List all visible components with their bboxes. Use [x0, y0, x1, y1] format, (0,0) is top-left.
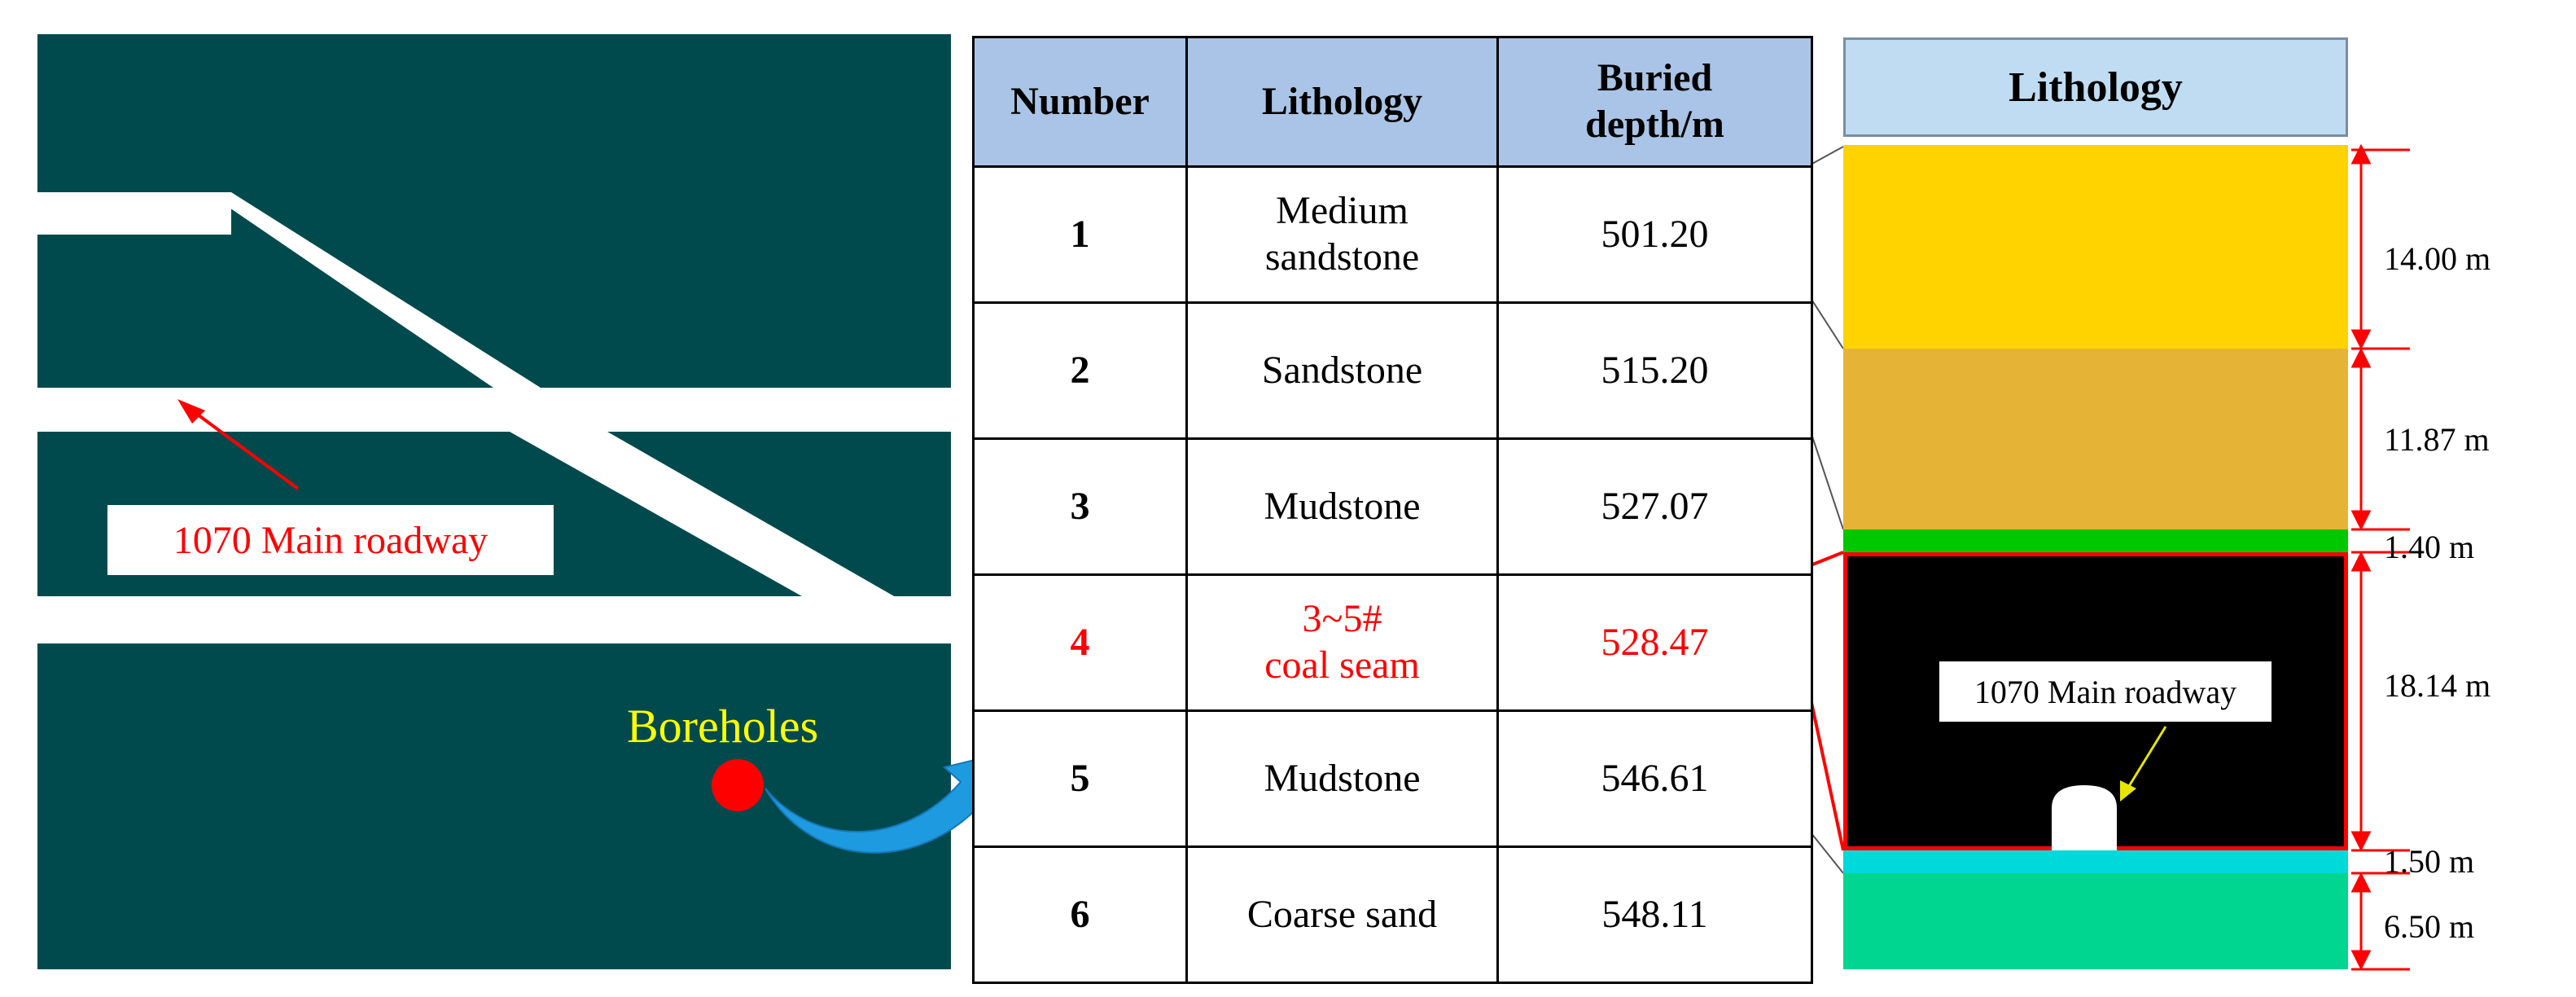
connector-line: [1810, 146, 1844, 165]
cell-lithology: Mudstone: [1185, 437, 1499, 576]
lithology-line1: Mudstone: [1264, 484, 1421, 528]
header-depth-line2: depth/m: [1585, 103, 1724, 146]
table-header-row: Number Lithology Buried depth/m: [972, 36, 1813, 168]
cell-buried-depth: 515.20: [1496, 301, 1813, 440]
mine-plan-map: [37, 34, 951, 969]
lithology-line2: coal seam: [1264, 643, 1420, 687]
cell-lithology: 3~5#coal seam: [1185, 573, 1499, 712]
header-lithology: Lithology: [1185, 36, 1499, 168]
table-row: 5 Mudstone 546.61: [972, 709, 1813, 848]
table-row: 3 Mudstone 527.07: [972, 437, 1813, 576]
connector-line: [1810, 431, 1844, 530]
roadway-diagonal-1: [207, 192, 541, 388]
thickness-label: 1.50 m: [2384, 843, 2475, 880]
roadway-horizontal-1: [37, 388, 951, 432]
cell-lithology: Mudstone: [1185, 709, 1499, 848]
thickness-label: 1.40 m: [2384, 529, 2475, 565]
cell-lithology: Sandstone: [1185, 301, 1499, 440]
cell-buried-depth: 548.11: [1496, 845, 1813, 984]
lithology-line1: Coarse sand: [1246, 892, 1438, 936]
borehole-marker: [712, 759, 764, 811]
map-roadway-label: 1070 Main roadway: [107, 505, 554, 575]
lithology-line1: Sandstone: [1261, 348, 1423, 392]
layer-mudstone-lower: [1843, 850, 2348, 873]
roadway-upper-left: [37, 192, 231, 235]
cell-number: 5: [972, 709, 1188, 848]
header-depth-line1: Buried: [1597, 56, 1713, 100]
thickness-label: 11.87 m: [2384, 421, 2490, 458]
layer-sandstone: [1843, 349, 2348, 529]
map-background: [37, 34, 951, 969]
thickness-label: 14.00 m: [2384, 240, 2491, 277]
connector-line-red: [1810, 551, 1844, 567]
table-row: 2 Sandstone 515.20: [972, 301, 1813, 440]
connector-line: [1810, 297, 1844, 349]
roadway-horizontal-2: [37, 596, 951, 643]
layer-mudstone: [1843, 529, 2348, 552]
column-header: Lithology: [1843, 37, 2348, 137]
thickness-label: 18.14 m: [2384, 667, 2491, 704]
cell-buried-depth: 527.07: [1496, 437, 1813, 576]
cell-number: 3: [972, 437, 1188, 576]
cell-lithology: Coarse sand: [1185, 845, 1499, 984]
thickness-label: 6.50 m: [2384, 908, 2475, 945]
cell-number: 2: [972, 301, 1188, 440]
layer-medium-sandstone: [1843, 145, 2348, 349]
header-number: Number: [972, 36, 1188, 168]
cell-number: 4: [972, 573, 1188, 712]
cell-buried-depth: 546.61: [1496, 709, 1813, 848]
roadway-pointer-arrow: [184, 404, 300, 490]
cell-number: 6: [972, 845, 1188, 984]
lithology-line1: 3~5#: [1302, 597, 1382, 641]
boreholes-label: Boreholes: [627, 700, 819, 753]
cell-buried-depth: 528.47: [1496, 573, 1813, 712]
column-roadway-label: 1070 Main roadway: [1938, 660, 2273, 723]
header-buried-depth: Buried depth/m: [1496, 36, 1813, 168]
lithology-line2: sandstone: [1264, 235, 1420, 279]
cell-buried-depth: 501.20: [1496, 165, 1813, 304]
roadway-pointer-arrowhead: [177, 399, 205, 424]
table-row: 6 Coarse sand 548.11: [972, 845, 1813, 984]
roadway-diagonal-2: [510, 432, 951, 629]
lithology-line1: Medium: [1276, 189, 1408, 233]
layer-coarse-sand: [1843, 873, 2348, 969]
connector-line: [1810, 832, 1844, 874]
cell-number: 1: [972, 165, 1188, 304]
connector-line-red: [1809, 698, 1845, 851]
lithology-line1: Mudstone: [1264, 756, 1421, 800]
